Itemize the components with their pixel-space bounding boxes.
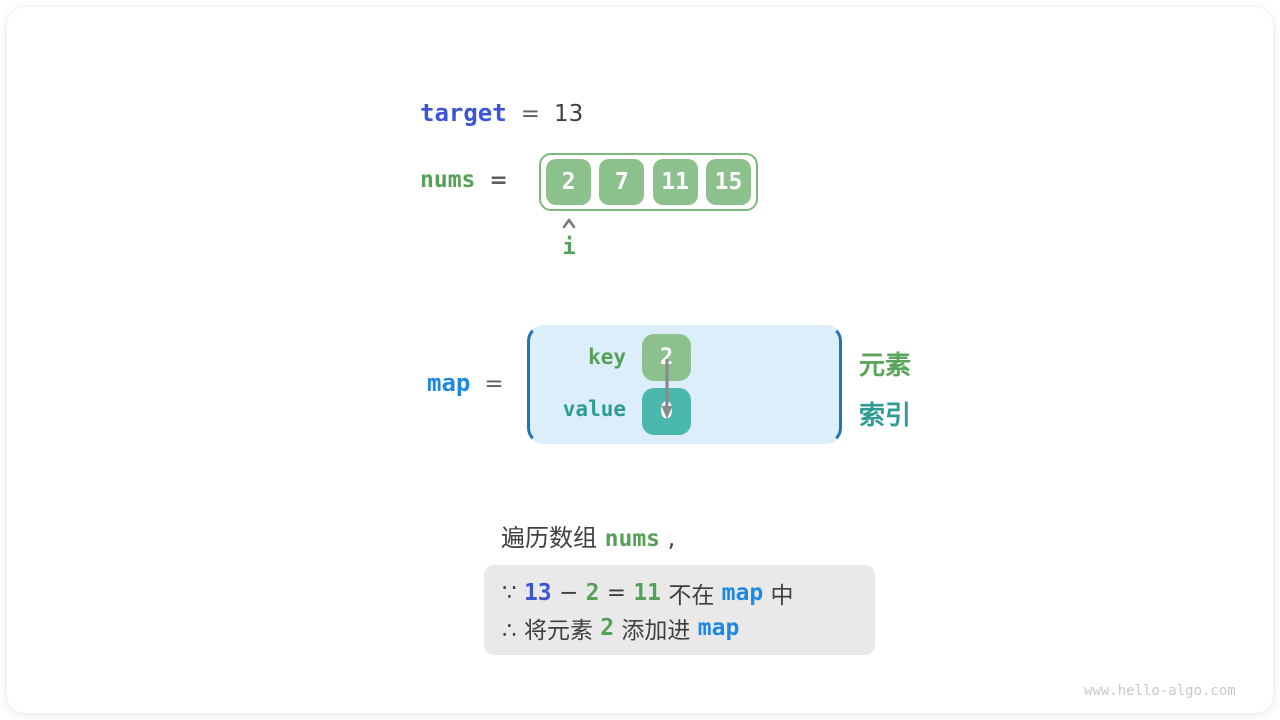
legend-index-label: 索引 [859, 401, 912, 431]
target-keyword: target [420, 99, 507, 127]
caption-line: 遍历数组 nums , [501, 518, 675, 553]
minus-token: − [551, 579, 586, 606]
legend-element-label: 元素 [859, 351, 912, 381]
pointer-i-label: i [562, 235, 576, 260]
nums-array: 2 7 11 15 [539, 153, 758, 211]
element-token: 2 [585, 579, 600, 606]
map-token: map [697, 614, 740, 641]
nums-equals: = [489, 168, 508, 193]
caption-nums-token: nums [604, 526, 661, 552]
target-line: target = 13 [420, 99, 583, 127]
pointer-caret-icon [562, 218, 576, 229]
map-keyword: map [427, 369, 471, 397]
note-line-1: ∵ 13 − 2 = 11 不在 map 中 [502, 575, 875, 610]
nums-line: nums = [420, 167, 508, 193]
because-symbol: ∵ [502, 579, 524, 606]
note-box: ∵ 13 − 2 = 11 不在 map 中 ∴ 将元素 2 添加进 map [484, 565, 875, 655]
equals-token: = [599, 579, 634, 606]
array-cell: 11 [652, 159, 698, 205]
map-line: map = [427, 369, 504, 397]
map-container: key value 2 0 [527, 325, 842, 444]
map-labels: key value [544, 328, 626, 441]
watermark: www.hello-algo.com [1084, 683, 1236, 699]
map-value-label: value [562, 397, 626, 421]
element-token: 2 [600, 614, 615, 641]
diagram-card: target = 13 nums = 2 7 11 15 i map = key… [7, 7, 1273, 713]
caption-text: 遍历数组 [501, 524, 605, 552]
target-token: 13 [523, 579, 552, 606]
array-cell: 15 [705, 159, 751, 205]
in-suffix-text: 中 [763, 582, 794, 609]
target-value: 13 [553, 101, 584, 127]
note-line-2: ∴ 将元素 2 添加进 map [502, 610, 875, 645]
map-equals: = [484, 371, 504, 397]
nums-keyword: nums [420, 167, 476, 193]
key-to-value-arrow-icon [661, 359, 673, 419]
target-equals: = [520, 101, 540, 127]
array-cell: 2 [546, 159, 591, 205]
diff-token: 11 [633, 579, 662, 606]
array-cell: 7 [599, 159, 645, 205]
add-into-text: 添加进 [614, 617, 698, 644]
not-in-text: 不在 [661, 582, 722, 609]
caption-comma: , [660, 524, 676, 552]
therefore-text: ∴ 将元素 [502, 617, 601, 644]
map-key-label: key [588, 345, 626, 369]
map-token: map [721, 579, 764, 606]
